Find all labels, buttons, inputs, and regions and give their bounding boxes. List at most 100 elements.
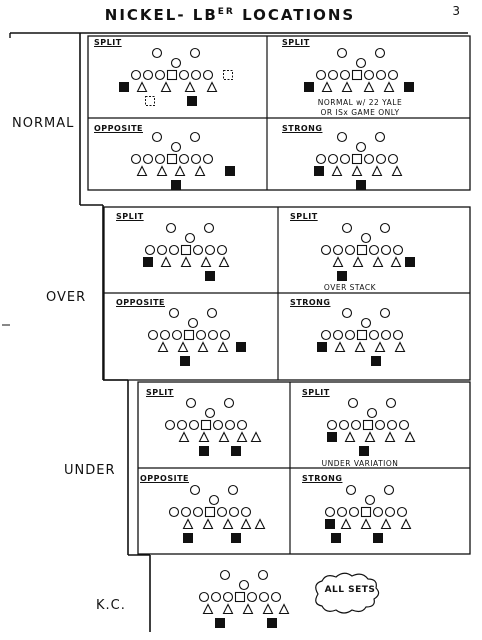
normal-split-1-defensive-lineman (136, 81, 148, 93)
cell-label-normal-split-2: SPLIT (282, 38, 310, 47)
normal-opposite-offense-player (142, 153, 154, 165)
normal-split-1-offense-player (178, 69, 190, 81)
under-opposite-defensive-lineman (222, 518, 234, 530)
over-opposite-offense-player (187, 317, 199, 329)
cell-label-under-opposite: OPPOSITE (140, 474, 189, 483)
over-split-2-center (356, 244, 368, 256)
normal-strong-offense-player (375, 153, 387, 165)
under-strong-defensive-lineman (360, 518, 372, 530)
note-kc-all-sets: ALL SETS (324, 585, 376, 595)
kc-all-offense-player (257, 569, 269, 581)
over-split-1-center (180, 244, 192, 256)
all-sets-cloud (315, 572, 380, 614)
cell-label-over-split-1: SPLIT (116, 212, 144, 221)
under-split-1-defensive-lineman (178, 431, 190, 443)
cell-label-normal-opposite: OPPOSITE (94, 124, 143, 133)
over-split-2-defensive-lineman (332, 256, 344, 268)
under-split-2-offense-player (338, 419, 350, 431)
over-split-2-linebacker (405, 257, 415, 267)
under-split-2-defensive-lineman (344, 431, 356, 443)
over-split-2-defensive-lineman (390, 256, 402, 268)
under-split-1-offense-player (223, 397, 235, 409)
normal-strong-defensive-lineman (351, 165, 363, 177)
kc-all-defensive-lineman (278, 603, 290, 615)
over-split-2-offense-player (380, 244, 392, 256)
normal-strong-offense-player (339, 153, 351, 165)
under-split-2-offense-player (386, 419, 398, 431)
note-under-split-2: UNDER VARIATION (321, 459, 399, 468)
over-split-1-linebacker (205, 271, 215, 281)
under-split-1-offense-player (164, 419, 176, 431)
over-split-1-offense-player (216, 244, 228, 256)
over-opposite-offense-player (168, 307, 180, 319)
over-strong-defensive-lineman (394, 341, 406, 353)
normal-split-1-linebacker (119, 82, 129, 92)
over-strong-linebacker (371, 356, 381, 366)
under-opposite-defensive-lineman (182, 518, 194, 530)
kc-all-offense-player (198, 591, 210, 603)
over-opposite-defensive-lineman (197, 341, 209, 353)
normal-strong-offense-player (355, 141, 367, 153)
over-opposite-offense-player (171, 329, 183, 341)
normal-split-1-alt-linebacker (223, 70, 233, 80)
under-split-2-defensive-lineman (404, 431, 416, 443)
kc-all-center (234, 591, 246, 603)
note-over-split-2: OVER STACK (323, 283, 377, 292)
under-split-1-linebacker (199, 446, 209, 456)
under-opposite-defensive-lineman (254, 518, 266, 530)
normal-opposite-offense-player (178, 153, 190, 165)
normal-opposite-defensive-lineman (174, 165, 186, 177)
over-strong-defensive-lineman (334, 341, 346, 353)
under-split-1-offense-player (212, 419, 224, 431)
over-opposite-center (183, 329, 195, 341)
under-opposite-linebacker (231, 533, 241, 543)
normal-opposite-offense-player (170, 141, 182, 153)
under-strong-offense-player (336, 506, 348, 518)
under-opposite-offense-player (180, 506, 192, 518)
normal-strong-offense-player (387, 153, 399, 165)
under-strong-defensive-lineman (400, 518, 412, 530)
normal-split-1-offense-player (142, 69, 154, 81)
kc-all-defensive-lineman (262, 603, 274, 615)
over-split-2-offense-player (360, 232, 372, 244)
under-split-2-offense-player (350, 419, 362, 431)
over-split-1-offense-player (192, 244, 204, 256)
under-opposite-offense-player (240, 506, 252, 518)
normal-split-1-offense-player (154, 69, 166, 81)
normal-strong-linebacker (356, 180, 366, 190)
kc-all-offense-player (270, 591, 282, 603)
normal-split-1-defensive-lineman (206, 81, 218, 93)
over-strong-offense-player (368, 329, 380, 341)
under-opposite-defensive-lineman (240, 518, 252, 530)
under-split-1-defensive-lineman (250, 431, 262, 443)
normal-strong-center (351, 153, 363, 165)
under-strong-offense-player (324, 506, 336, 518)
over-split-1-defensive-lineman (218, 256, 230, 268)
under-strong-linebacker (373, 533, 383, 543)
over-opposite-offense-player (147, 329, 159, 341)
under-split-2-offense-player (326, 419, 338, 431)
under-opposite-offense-player (168, 506, 180, 518)
under-split-1-center (200, 419, 212, 431)
normal-split-1-defensive-lineman (184, 81, 196, 93)
over-split-1-offense-player (203, 222, 215, 234)
under-opposite-offense-player (192, 506, 204, 518)
normal-split-2-defensive-lineman (363, 81, 375, 93)
kc-all-offense-player (238, 579, 250, 591)
under-strong-defensive-lineman (340, 518, 352, 530)
normal-opposite-offense-player (154, 153, 166, 165)
over-opposite-defensive-lineman (157, 341, 169, 353)
normal-opposite-defensive-lineman (156, 165, 168, 177)
under-split-2-linebacker (359, 446, 369, 456)
over-split-1-linebacker (143, 257, 153, 267)
under-split-2-offense-player (366, 407, 378, 419)
under-opposite-offense-player (208, 494, 220, 506)
normal-opposite-offense-player (189, 131, 201, 143)
under-split-2-defensive-lineman (364, 431, 376, 443)
under-split-1-defensive-lineman (198, 431, 210, 443)
over-split-2-defensive-lineman (352, 256, 364, 268)
normal-strong-offense-player (336, 131, 348, 143)
under-split-2-offense-player (374, 419, 386, 431)
over-strong-offense-player (360, 317, 372, 329)
under-split-2-center (362, 419, 374, 431)
